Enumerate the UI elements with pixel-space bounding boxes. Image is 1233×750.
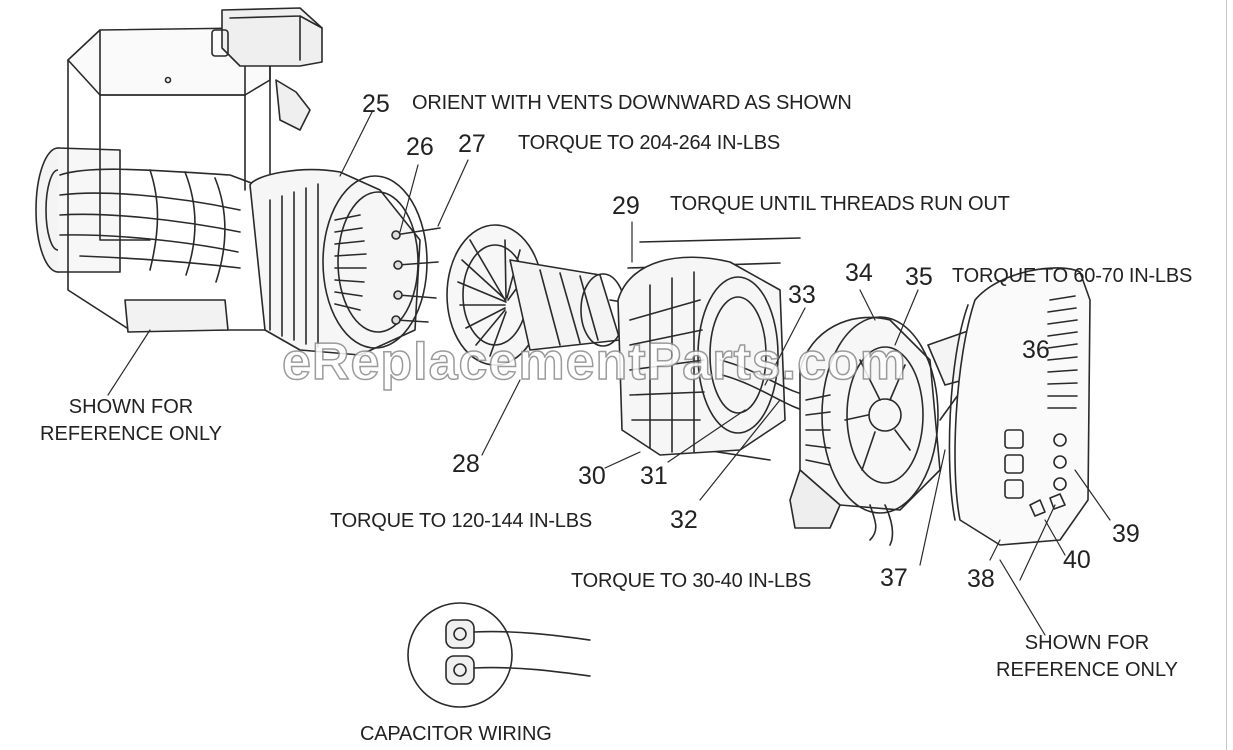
part-number-40: 40 [1063,546,1091,574]
engine-reference-drawing [35,7,323,396]
note-torque-204-264: TORQUE TO 204-264 IN-LBS [518,132,780,154]
note-torque-60-70: TORQUE TO 60-70 IN-LBS [952,265,1193,287]
part-number-30: 30 [578,462,606,490]
part-number-36: 36 [1022,336,1050,364]
part-26-27-bolts [391,159,469,325]
watermark: eReplacementParts.com [281,332,908,392]
reference-caption-right: SHOWN FOR REFERENCE ONLY [982,630,1192,684]
part-number-34: 34 [845,259,873,287]
part-number-28: 28 [452,450,480,478]
capacitor-wiring-detail [407,602,591,708]
caption-capacitor-wiring: CAPACITOR WIRING [360,723,552,745]
reference-caption-left: SHOWN FOR REFERENCE ONLY [26,394,236,448]
part-34-35-end-bell [789,289,941,546]
part-number-32: 32 [670,506,698,534]
part-38-end-cover [948,267,1111,636]
note-torque-120-144: TORQUE TO 120-144 IN-LBS [330,510,592,532]
reference-right-line-2: REFERENCE ONLY [996,659,1178,681]
note-torque-threads: TORQUE UNTIL THREADS RUN OUT [670,193,1010,215]
part-37-screw [919,394,959,566]
part-32-33-leads [699,307,806,501]
part-number-27: 27 [458,130,486,158]
reference-left-line-1: SHOWN FOR [68,396,194,418]
part-number-26: 26 [406,133,434,161]
part-number-37: 37 [880,564,908,592]
right-border [1226,0,1227,750]
part-number-33: 33 [788,281,816,309]
reference-left-line-2: REFERENCE ONLY [40,423,222,445]
part-number-31: 31 [640,462,668,490]
part-number-29: 29 [612,192,640,220]
note-torque-30-40: TORQUE TO 30-40 IN-LBS [571,570,812,592]
part-number-38: 38 [967,565,995,593]
part-number-35: 35 [905,263,933,291]
reference-right-line-1: SHOWN FOR [1024,632,1150,654]
part-25-adapter-housing [249,111,428,356]
note-orient-vents: ORIENT WITH VENTS DOWNWARD AS SHOWN [412,92,852,114]
part-30-31-stator [604,256,813,469]
part-28-rotor-fan [446,224,641,456]
part-number-39: 39 [1112,520,1140,548]
part-number-25: 25 [362,90,390,118]
